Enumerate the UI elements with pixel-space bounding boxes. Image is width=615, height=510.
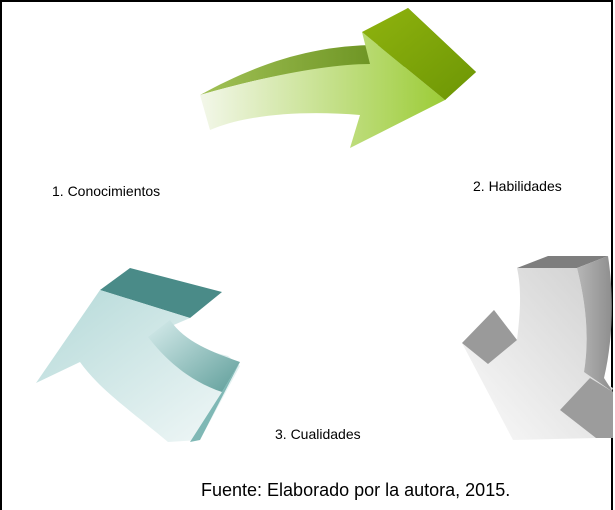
step-label-habilidades: 2. Habilidades	[473, 178, 562, 194]
gray-arrow-side-face	[577, 256, 613, 392]
arrow-conocimientos-to-habilidades	[200, 8, 476, 148]
green-arrow-side-face	[362, 8, 476, 100]
gray-arrow-left-wing	[462, 310, 517, 364]
gray-arrow-right-wing	[560, 378, 613, 438]
arrow-cualidades-to-conocimientos	[36, 268, 240, 442]
green-arrow-front-face	[200, 32, 445, 148]
source-caption: Fuente: Elaborado por la autora, 2015.	[201, 480, 511, 500]
teal-arrow-front-face	[36, 290, 240, 442]
arrow-habilidades-to-cualidades	[462, 256, 613, 440]
teal-arrow-top-face	[100, 268, 222, 318]
teal-arrow-inner-face	[148, 320, 240, 392]
step-label-conocimientos: 1. Conocimientos	[52, 183, 161, 199]
step-label-cualidades: 3. Cualidades	[275, 426, 361, 442]
gray-arrow-top-face	[517, 256, 608, 268]
